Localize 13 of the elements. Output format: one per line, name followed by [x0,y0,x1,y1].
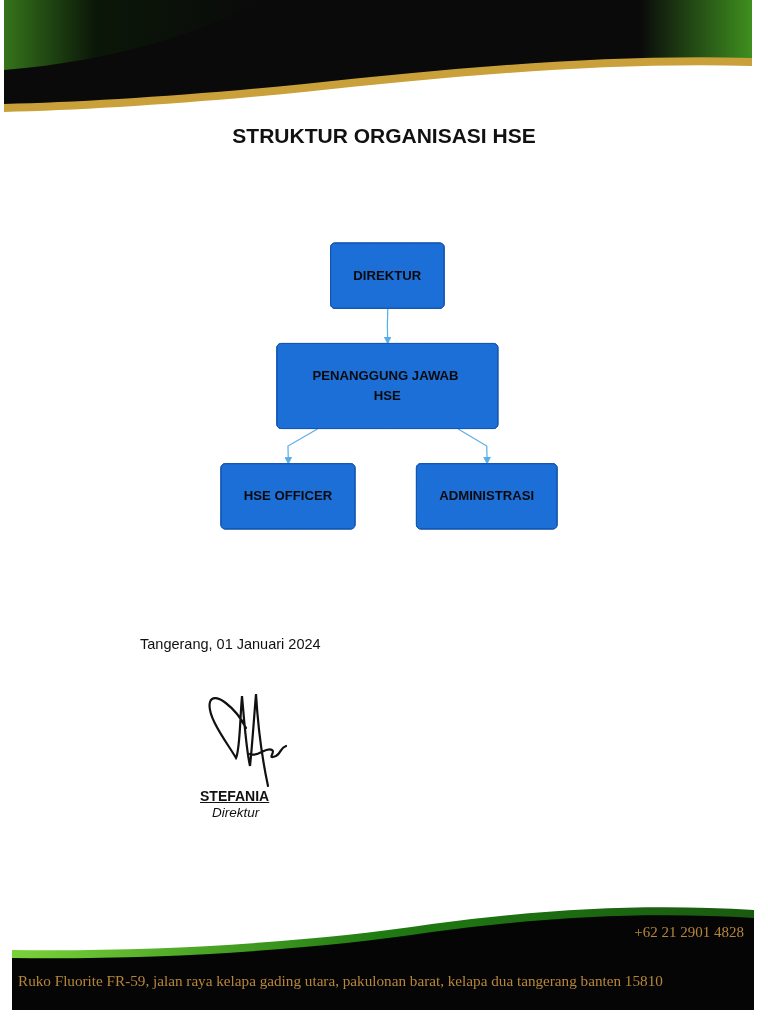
phone-number: +62 21 2901 4828 [634,924,744,941]
org-box: HSE OFFICER [220,463,356,530]
place-date-text: Tangerang, 01 Januari 2024 [140,636,321,652]
signer-title: Direktur [212,805,260,820]
arrow [383,308,392,345]
org-box: ADMINISTRASI [415,463,558,530]
org-box: DIREKTUR [330,242,445,309]
signer-name: STEFANIA [200,788,270,804]
org-box: PENANGGUNG JAWAB HSE [276,343,499,429]
diagram-title: STRUKTUR ORGANISASI HSE [232,124,536,148]
arrow [457,428,491,465]
address-text: Ruko Fluorite FR-59, jalan raya kelapa gading utara, pakulonan barat, kelapa dua tangerang banten 15810 [18,972,663,990]
arrow [284,428,319,465]
